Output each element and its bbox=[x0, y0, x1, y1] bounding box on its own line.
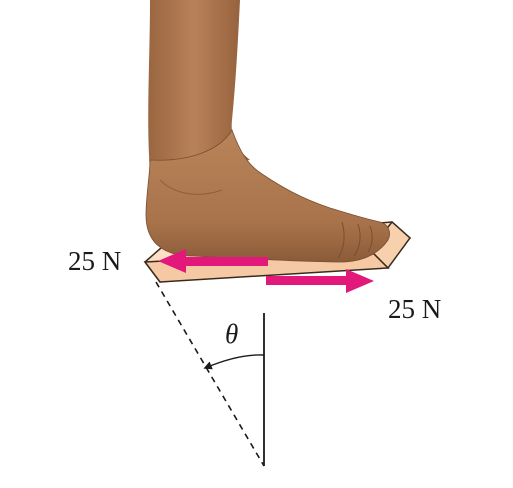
foot-illustration bbox=[145, 0, 390, 263]
dashed-shear-line bbox=[155, 281, 265, 467]
angle-arc bbox=[203, 354, 265, 370]
force-left-label: 25 N bbox=[68, 246, 121, 276]
toe-lines bbox=[337, 221, 373, 259]
angle-label: θ bbox=[225, 319, 238, 349]
force-right-label: 25 N bbox=[388, 294, 441, 324]
right-arrow-head bbox=[346, 269, 374, 293]
right-force-arrow bbox=[266, 269, 374, 293]
ankle-shading bbox=[159, 179, 223, 195]
left-arrow-head bbox=[158, 249, 186, 273]
left-force-arrow bbox=[158, 249, 268, 273]
leg bbox=[148, 0, 250, 172]
foot bbox=[145, 129, 390, 263]
right-arrow-shaft bbox=[266, 276, 350, 285]
left-arrow-shaft bbox=[180, 257, 268, 266]
